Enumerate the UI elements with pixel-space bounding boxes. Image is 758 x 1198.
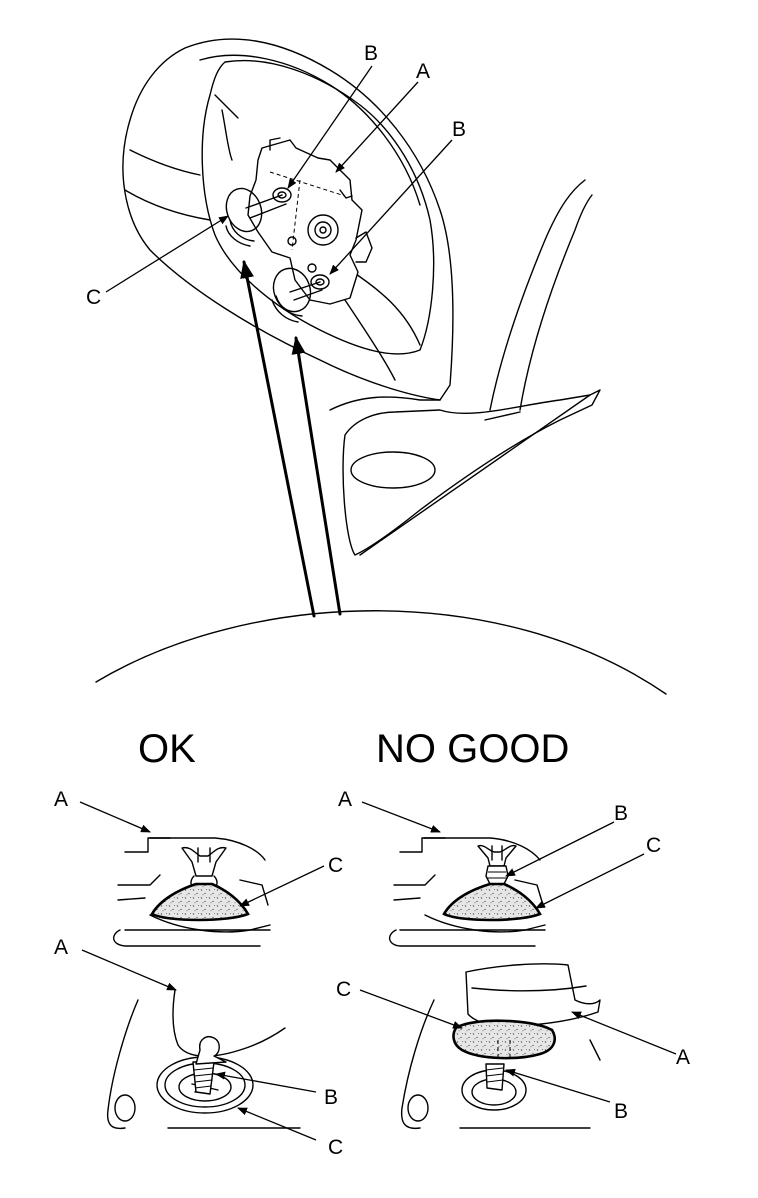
callout-b-lower: B bbox=[452, 118, 466, 141]
heading-no-good: NO GOOD bbox=[376, 727, 569, 771]
no-good-lower-pad bbox=[452, 1019, 556, 1060]
mounting-bracket bbox=[247, 139, 363, 305]
no-good-upper-callout-a: A bbox=[338, 788, 352, 811]
no-good-lower-callout-a: A bbox=[676, 1046, 690, 1069]
ok-upper-callout-c: C bbox=[328, 854, 343, 877]
mirror-housing-outline bbox=[122, 38, 454, 401]
no-good-lower-housing bbox=[465, 963, 601, 1027]
mirror-opening bbox=[201, 59, 435, 355]
ok-lower-callout-a: A bbox=[54, 936, 68, 959]
no-good-upper-pad bbox=[442, 882, 542, 922]
clip-lower bbox=[272, 267, 312, 313]
no-good-lower-callout-b: B bbox=[614, 1100, 628, 1123]
mirror-base bbox=[342, 389, 601, 556]
mirror-housing-view bbox=[105, 38, 601, 556]
ok-lower-callout-c: C bbox=[328, 1136, 343, 1159]
direction-arrow-right bbox=[291, 336, 342, 616]
ok-upper-pad bbox=[150, 882, 250, 922]
ok-lower-callout-b: B bbox=[324, 1086, 338, 1109]
no-good-upper-callout-b: B bbox=[614, 802, 628, 825]
no-good-upper-detail bbox=[361, 801, 645, 947]
ok-lower-detail bbox=[81, 949, 317, 1141]
callout-a-bracket: A bbox=[416, 60, 430, 83]
heading-ok: OK bbox=[138, 727, 196, 771]
no-good-lower-callout-c: C bbox=[336, 978, 351, 1001]
callout-b-upper: B bbox=[364, 42, 378, 65]
ok-upper-detail bbox=[79, 801, 325, 947]
no-good-lower-detail bbox=[359, 963, 677, 1130]
callout-c-clip: C bbox=[86, 286, 101, 309]
no-good-upper-callout-c: C bbox=[646, 834, 661, 857]
detail-arc bbox=[95, 610, 667, 695]
direction-arrow-left bbox=[240, 260, 316, 618]
ok-upper-callout-a: A bbox=[54, 788, 68, 811]
